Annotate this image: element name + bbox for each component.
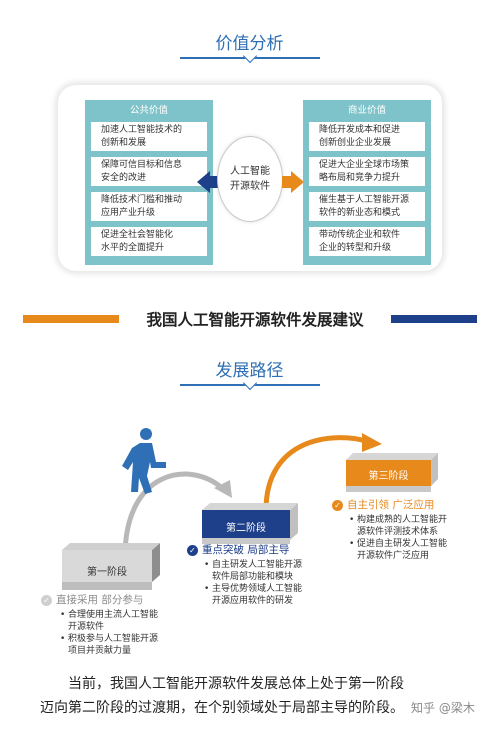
- stage2-block-front: [202, 510, 290, 538]
- stage1-subtitle: 直接采用 部分参与: [56, 594, 144, 606]
- stage3-label: 第三阶段: [368, 471, 409, 482]
- stage1-block-side: [152, 543, 160, 582]
- summary-line-2: 迈向第二阶段的过渡期，在个别领域处于局部主导的阶段。: [40, 700, 404, 716]
- right-arrow-icon: [291, 171, 304, 193]
- stage1-block-front: [62, 550, 152, 582]
- public-value-item: 保障可信目标和信息安全的改进: [91, 157, 207, 186]
- stage3-band: [346, 486, 431, 492]
- path-arc-orange-head: [362, 433, 382, 452]
- stage2-band: [202, 538, 290, 544]
- summary-paragraph: 当前，我国人工智能开源软件发展总体上处于第一阶段 迈向第二阶段的过渡期，在个别领…: [40, 672, 460, 720]
- left-arrow-icon: [197, 171, 210, 193]
- path-arc-gray-head: [214, 480, 232, 498]
- left-arrow-shaft: [209, 176, 219, 188]
- stage1-band: [62, 582, 152, 590]
- check-icon: ✓: [187, 545, 198, 556]
- stage3-block-top: [346, 453, 438, 460]
- business-value-item: 催生基于人工智能开源软件的新业态和模式: [309, 192, 425, 221]
- center-ai-open-source: 人工智能 开源软件: [217, 136, 283, 222]
- stage3-block-side: [431, 453, 438, 486]
- heading-bar-left: [23, 315, 119, 323]
- business-value-item: 降低开发成本和促进创新创业企业发展: [309, 122, 425, 151]
- stage3-subtitle: 自主引领 广泛应用: [347, 499, 435, 511]
- path-arc-gray: [122, 471, 224, 558]
- stage3-block-front: [346, 460, 431, 486]
- public-value-item: 促进全社会智能化水平的全面提升: [91, 227, 207, 256]
- heading-bar-right: [391, 315, 477, 323]
- stage2-block-side: [290, 503, 298, 540]
- stage2-subtitle: 重点突破 局部主导: [202, 544, 290, 556]
- main-heading: 我国人工智能开源软件发展建议: [146, 311, 364, 329]
- public-value-column: 公共价值 加速人工智能技术的创新和发展 保障可信目标和信息安全的改进 降低技术门…: [85, 100, 213, 265]
- stage1-block-top: [62, 543, 160, 550]
- right-arrow-shaft: [282, 176, 292, 188]
- business-value-header: 商业价值: [347, 105, 386, 116]
- public-value-item: 加速人工智能技术的创新和发展: [91, 122, 207, 151]
- roadmap-title: 发展路径: [215, 361, 284, 381]
- path-arc-orange: [263, 435, 371, 511]
- public-value-header: 公共价值: [129, 105, 168, 116]
- stage2-block-top: [202, 503, 298, 510]
- stage2-label: 第二阶段: [226, 523, 266, 534]
- value-analysis-title: 价值分析: [215, 34, 284, 54]
- summary-line-1: 当前，我国人工智能开源软件发展总体上处于第一阶段: [68, 676, 404, 692]
- watermark: 知乎 @梁木: [411, 701, 475, 715]
- public-value-item: 降低技术门槛和推动应用产业升级: [91, 192, 207, 221]
- check-icon: ✓: [41, 595, 52, 606]
- business-value-column: 商业价值 降低开发成本和促进创新创业企业发展 促进大企业全球市场策略布局和竞争力…: [303, 100, 431, 265]
- roadmap-graphic: [62, 428, 438, 590]
- stage1-label: 第一阶段: [87, 567, 127, 578]
- business-value-item: 促进大企业全球市场策略布局和竞争力提升: [309, 157, 425, 186]
- check-icon: ✓: [332, 500, 343, 511]
- climbing-person-icon: [122, 428, 166, 494]
- business-value-item: 带动传统企业和软件企业的转型和升级: [309, 227, 425, 256]
